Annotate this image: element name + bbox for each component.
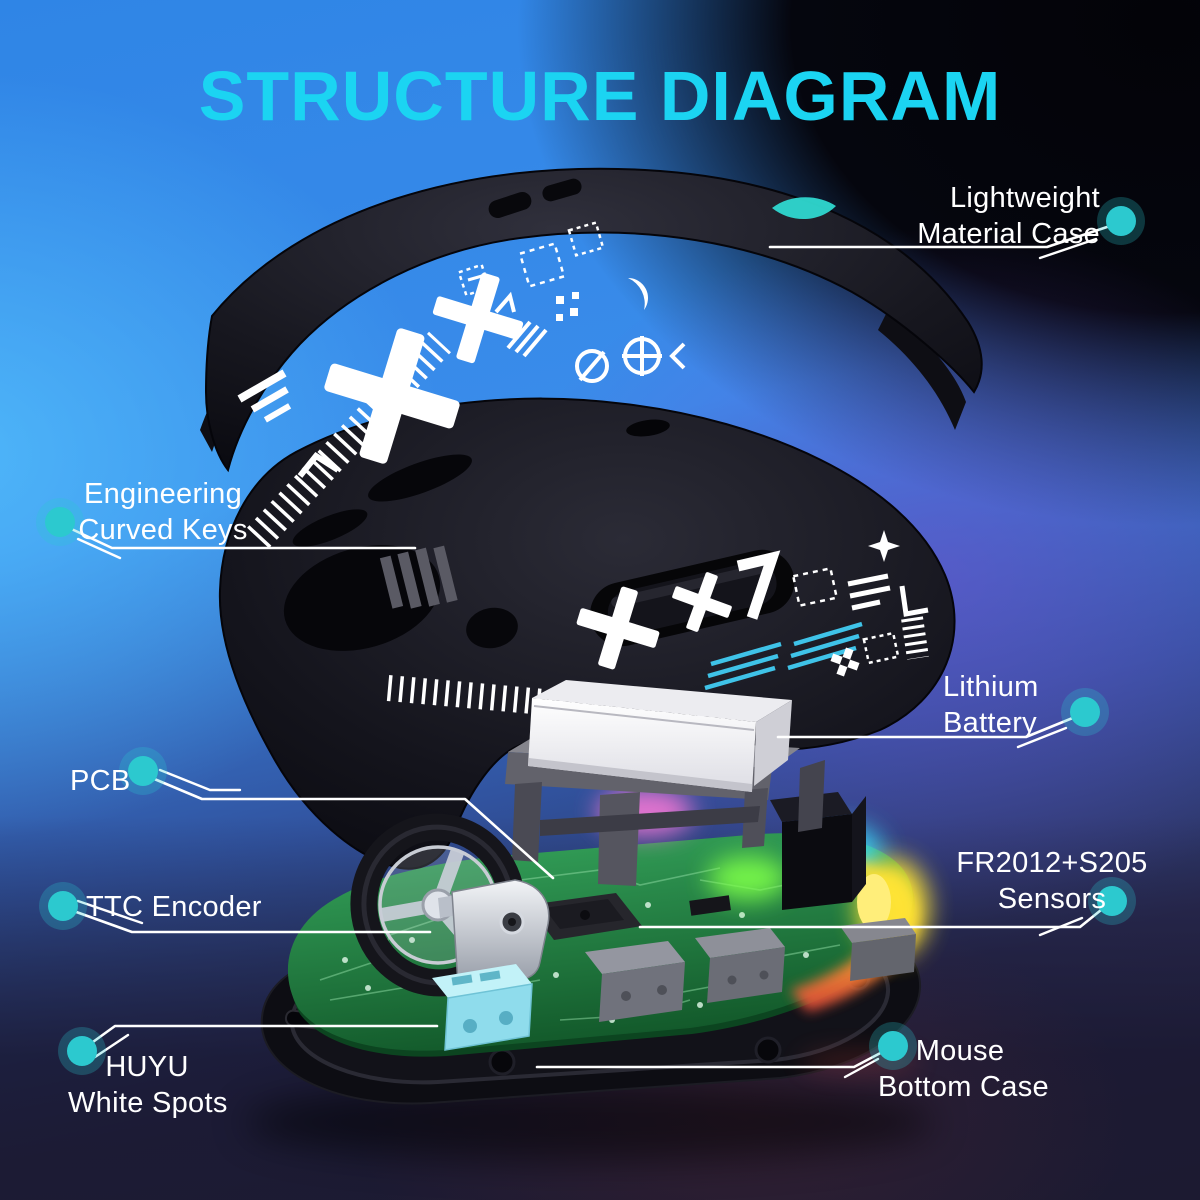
callout-dot-curved-keys xyxy=(45,507,75,537)
callout-dot-pcb xyxy=(128,756,158,786)
yellow-led xyxy=(857,874,891,930)
micro-switch xyxy=(840,918,916,981)
curved-keys-cutout xyxy=(283,545,518,651)
mouse-chassis xyxy=(218,397,956,870)
label-fr2012-s205-sensors: FR2012+S205 Sensors xyxy=(956,847,1148,915)
label-lithium-battery: Lithium Battery xyxy=(943,671,1039,739)
shell-icons xyxy=(457,221,686,383)
lithium-battery xyxy=(528,680,792,792)
callout-dot-battery xyxy=(1070,697,1100,727)
label-pcb: PCB xyxy=(70,765,131,797)
label-ttc-encoder: TTC Encoder xyxy=(86,891,262,923)
callouts xyxy=(36,197,1145,1079)
top-shell xyxy=(200,167,983,549)
label-huyu-white-spots: HUYU White Spots xyxy=(68,1051,228,1119)
receiver-box xyxy=(770,792,866,910)
callout-dot-sensors xyxy=(1097,886,1127,916)
huyu-white-spot-switch xyxy=(432,964,533,1051)
page-title: STRUCTURE DIAGRAM xyxy=(198,57,1002,135)
brand-logo xyxy=(772,197,836,220)
label-mouse-bottom-case: Mouse Bottom Case xyxy=(878,1035,1049,1103)
chassis-graphics xyxy=(576,550,781,670)
optical-sensor-chip xyxy=(494,893,642,940)
label-lightweight-material-case: Lightweight Material Case xyxy=(917,182,1100,250)
micro-switch xyxy=(695,928,785,1003)
callout-dot-bottom-case xyxy=(878,1031,908,1061)
label-engineering-curved-keys: Engineering Curved Keys xyxy=(78,478,248,546)
callout-dot-lightweight xyxy=(1106,206,1136,236)
callout-dot-huyu xyxy=(67,1036,97,1066)
chassis-icons xyxy=(791,530,929,677)
rgb-glow-green xyxy=(708,856,788,900)
micro-switch xyxy=(585,941,685,1022)
callout-dot-encoder xyxy=(48,891,78,921)
